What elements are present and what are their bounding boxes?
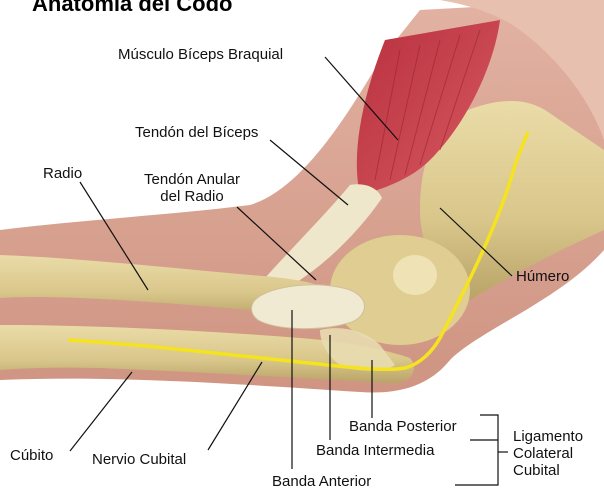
label-band-intermedia: Banda Intermedia: [316, 442, 434, 459]
label-ligament-line3: Cubital: [513, 462, 583, 479]
label-band-posterior: Banda Posterior: [349, 418, 457, 435]
label-cubito: Cúbito: [10, 447, 53, 464]
label-ligament-line2: Colateral: [513, 445, 583, 462]
label-radio: Radio: [43, 165, 82, 182]
label-biceps-muscle: Músculo Bíceps Braquial: [118, 46, 283, 63]
label-ligament-line1: Ligamento: [513, 428, 583, 445]
annular-ligament: [252, 285, 365, 329]
label-ulnar-nerve: Nervio Cubital: [92, 451, 186, 468]
page-title: Anatomía del Codo: [32, 0, 232, 17]
label-biceps-tendon: Tendón del Bíceps: [135, 124, 258, 141]
label-humero: Húmero: [516, 268, 569, 285]
label-ligament: Ligamento Colateral Cubital: [513, 428, 583, 479]
label-annular-line1: Tendón Anular: [132, 171, 252, 188]
label-band-anterior: Banda Anterior: [272, 473, 371, 490]
label-annular-ligament: Tendón Anular del Radio: [132, 171, 252, 205]
label-annular-line2: del Radio: [132, 188, 252, 205]
